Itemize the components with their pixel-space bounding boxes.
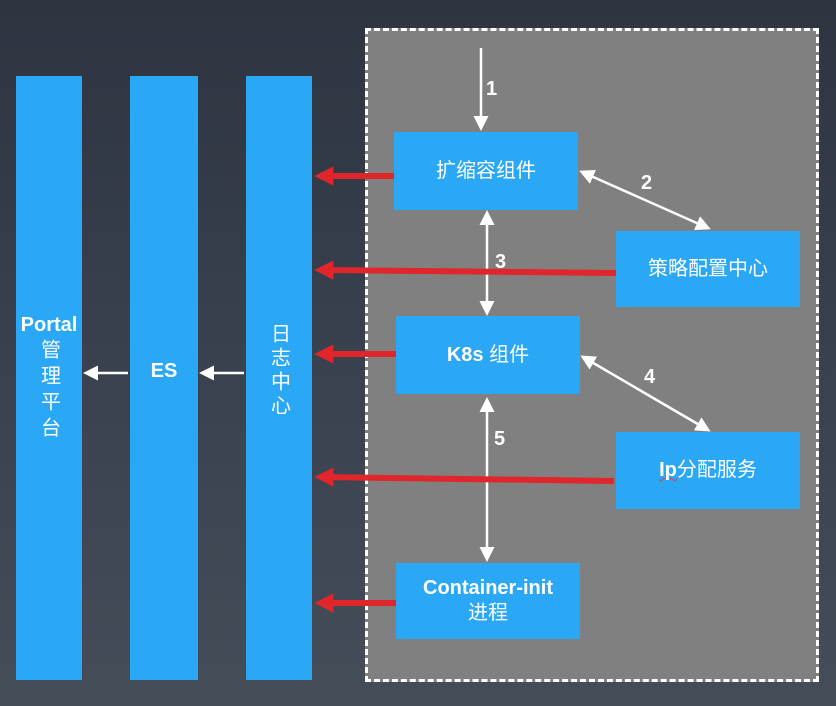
portal-column: Portal 管理平台 — [16, 76, 82, 680]
k8s-component-label: K8s 组件 — [447, 343, 529, 368]
portal-title: Portal — [20, 313, 78, 336]
arrow-scaling-policy — [579, 170, 711, 230]
policy-config-center-label: 策略配置中心 — [648, 257, 768, 280]
log-arrow-ip — [314, 467, 615, 487]
policy-config-center: 策略配置中心 — [616, 231, 800, 307]
k8s-label-bold: K8s — [446, 343, 484, 366]
k8s-label-rest: 组件 — [483, 343, 530, 366]
es-column: ES — [130, 76, 198, 680]
log-arrow-policy — [314, 260, 617, 280]
container-init-line1: Container-init — [423, 576, 553, 601]
ip-allocation-service: Ip分配服务 — [616, 432, 800, 509]
container-init-process: Container-init 进程 — [396, 563, 580, 639]
k8s-component: K8s 组件 — [396, 316, 580, 394]
container-init-text: Container-init — [423, 577, 553, 599]
step-number-1: 1 — [486, 78, 498, 100]
ip-label-rest: 分配服务 — [676, 459, 757, 481]
log-center-title: 日志中心 — [267, 323, 290, 419]
es-title: ES — [150, 359, 178, 382]
step-number-4: 4 — [644, 366, 656, 388]
arrow-k8s-ip — [580, 355, 711, 432]
scaling-component: 扩缩容组件 — [394, 132, 578, 210]
portal-subtitle: 管理平台 — [37, 338, 60, 443]
step-number-2: 2 — [641, 172, 653, 194]
scaling-component-label: 扩缩容组件 — [436, 159, 536, 182]
log-center-column: 日志中心 — [246, 76, 312, 680]
ip-label-bold: Ip — [659, 459, 677, 481]
step-number-5: 5 — [494, 428, 506, 450]
container-init-line2: 进程 — [468, 602, 508, 624]
step-number-3: 3 — [495, 251, 507, 273]
ip-allocation-label: Ip分配服务 — [659, 458, 757, 483]
